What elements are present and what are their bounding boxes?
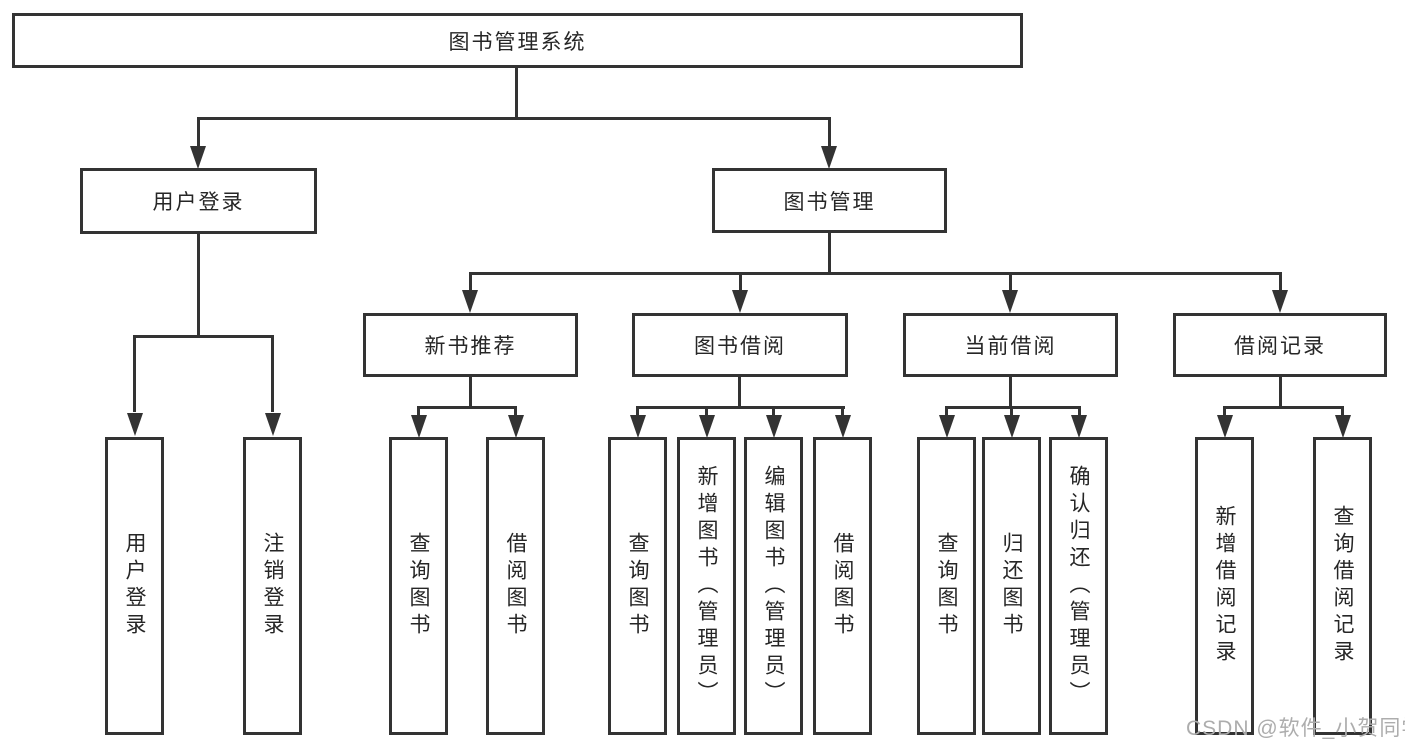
connector-login-vline [197,234,200,337]
leaf-borrow-add-books-admin-label: 新增图书（管理员） [695,464,718,708]
connector-current-leaf1-stub [945,406,948,418]
arrowhead-recommend-leaf2 [508,415,524,438]
connector-recommend-vline [469,377,472,408]
connector-current-vline [1009,377,1012,408]
node-current-borrow: 当前借阅 [903,313,1118,377]
node-new-book-recommend-label: 新书推荐 [424,335,517,358]
connector-current-hline [945,406,1081,409]
leaf-logout: 注销登录 [243,437,302,735]
arrowhead-current-leaf1 [939,415,955,438]
leaf-current-return-books: 归还图书 [982,437,1041,735]
connector-login-hline [133,335,274,338]
connector-root-vline [515,68,518,120]
arrowhead-to-login-child1 [127,413,143,436]
leaf-borrow-add-books-admin: 新增图书（管理员） [677,437,736,735]
connector-mgmt-stub [828,117,831,148]
leaf-borrow-query-books-label: 查询图书 [626,532,649,640]
node-borrow-records-label: 借阅记录 [1234,335,1326,358]
connector-recommend-hline [417,406,517,409]
leaf-current-query-books-label: 查询图书 [935,532,958,640]
leaf-records-add-record: 新增借阅记录 [1195,437,1254,735]
connector-records-hline [1223,406,1344,409]
arrowhead-borrow-leaf4 [835,415,851,438]
arrowhead-current-leaf2 [1004,415,1020,438]
connector-records-leaf2-stub [1341,406,1344,418]
leaf-borrow-edit-books-admin-label: 编辑图书（管理员） [762,464,785,708]
node-root-label: 图书管理系统 [448,30,587,54]
leaf-records-query-record: 查询借阅记录 [1313,437,1372,735]
leaf-borrow-edit-books-admin: 编辑图书（管理员） [744,437,803,735]
leaf-borrow-borrow-books-label: 借阅图书 [831,532,854,640]
leaf-borrow-query-books: 查询图书 [608,437,667,735]
node-current-borrow-label: 当前借阅 [964,335,1057,358]
connector-mgmt-hline [469,272,1281,275]
csdn-watermark: CSDN @软件_小贺同学 [1186,717,1405,740]
leaf-logout-label: 注销登录 [261,532,284,640]
leaf-recommend-query-books: 查询图书 [389,437,448,735]
connector-current-leaf3-stub [1078,406,1081,418]
connector-records-vline [1279,377,1282,408]
connector-root-hline [197,117,831,120]
connector-current-stub [1009,272,1012,292]
arrowhead-records-leaf1 [1217,415,1233,438]
connector-records-stub [1279,272,1282,292]
connector-borrow-stub [739,272,742,292]
connector-borrow-leaf4-stub [841,406,844,418]
arrowhead-to-current [1002,290,1018,313]
node-book-borrow-label: 图书借阅 [694,335,786,358]
node-borrow-records: 借阅记录 [1173,313,1387,377]
arrowhead-to-recommend [462,290,478,313]
connector-current-leaf2-stub [1010,406,1013,418]
connector-borrow-vline [738,377,741,408]
connector-recommend-stub [469,272,472,292]
connector-login-stub [197,117,200,148]
arrowhead-recommend-leaf1 [411,415,427,438]
connector-mgmt-vline [828,233,831,274]
arrowhead-current-leaf3 [1071,415,1087,438]
connector-login-child1-stub [133,335,136,412]
leaf-recommend-borrow-books: 借阅图书 [486,437,545,735]
connector-records-leaf1-stub [1223,406,1226,418]
connector-recommend-leaf1-stub [417,406,420,418]
arrowhead-borrow-leaf1 [630,415,646,438]
node-book-management: 图书管理 [712,168,947,233]
arrowhead-borrow-leaf2 [699,415,715,438]
leaf-records-query-record-label: 查询借阅记录 [1331,505,1354,667]
connector-login-child2-stub [271,335,274,412]
arrowhead-to-borrow [732,290,748,313]
connector-borrow-leaf1-stub [636,406,639,418]
node-user-login-label: 用户登录 [152,191,245,214]
arrowhead-records-leaf2 [1335,415,1351,438]
leaf-records-add-record-label: 新增借阅记录 [1213,505,1236,667]
leaf-current-confirm-return-admin: 确认归还（管理员） [1049,437,1108,735]
arrowhead-borrow-leaf3 [766,415,782,438]
leaf-user-login-label: 用户登录 [123,532,146,640]
arrowhead-to-login [190,146,206,169]
leaf-recommend-query-books-label: 查询图书 [407,532,430,640]
connector-borrow-leaf2-stub [705,406,708,418]
node-user-login: 用户登录 [80,168,317,234]
leaf-user-login: 用户登录 [105,437,164,735]
node-book-management-label: 图书管理 [783,190,876,214]
leaf-current-query-books: 查询图书 [917,437,976,735]
arrowhead-to-records [1272,290,1288,313]
leaf-borrow-borrow-books: 借阅图书 [813,437,872,735]
arrowhead-to-login-child2 [265,413,281,436]
connector-borrow-hline [636,406,845,409]
leaf-recommend-borrow-books-label: 借阅图书 [504,532,527,640]
leaf-current-confirm-return-admin-label: 确认归还（管理员） [1067,464,1090,708]
leaf-current-return-books-label: 归还图书 [1000,532,1023,640]
node-book-borrow: 图书借阅 [632,313,848,377]
connector-borrow-leaf3-stub [772,406,775,418]
arrowhead-to-mgmt [821,146,837,169]
connector-recommend-leaf2-stub [514,406,517,418]
node-new-book-recommend: 新书推荐 [363,313,578,377]
node-root-system: 图书管理系统 [12,13,1023,68]
